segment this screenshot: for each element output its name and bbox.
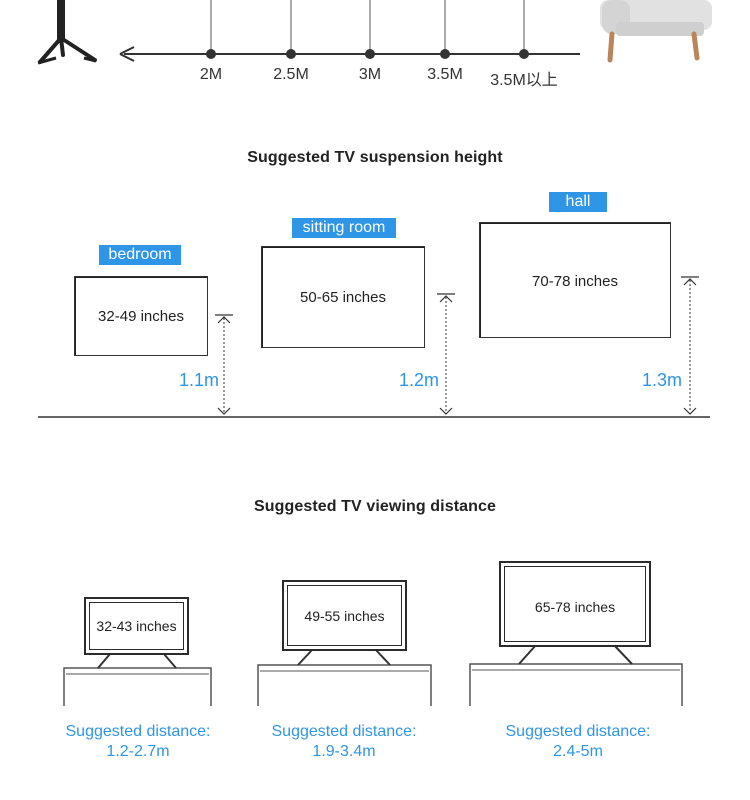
tv-stand-1 bbox=[97, 653, 177, 669]
suggested-distance-label: Suggested distance: bbox=[65, 723, 211, 740]
tv-stand-2 bbox=[297, 649, 391, 666]
height-marker-hall bbox=[681, 276, 699, 415]
tv-cabinet-1 bbox=[63, 667, 212, 706]
room-tag-hall: hall bbox=[549, 192, 607, 212]
viewing-graphics bbox=[63, 644, 683, 706]
distance-scale-graphic bbox=[37, 0, 712, 65]
height-label-hall: 1.3m bbox=[642, 370, 683, 390]
distance-label-2m: 2M bbox=[199, 66, 223, 83]
height-marker-sitting-room bbox=[437, 293, 455, 415]
tv-cabinet-2 bbox=[257, 664, 432, 706]
suggested-distance-label: Suggested distance: bbox=[505, 723, 651, 740]
height-label-sitting-room: 1.2m bbox=[399, 370, 440, 390]
viewing-tv-3: 65-78 inches bbox=[499, 561, 651, 647]
room-tag-bedroom: bedroom bbox=[99, 245, 181, 265]
tv-stand-3 bbox=[518, 644, 633, 665]
suspension-title: Suggested TV suspension height bbox=[247, 149, 503, 166]
suggested-distance-label: Suggested distance: bbox=[271, 723, 417, 740]
tv-size-label: 49-55 inches bbox=[304, 607, 385, 624]
suggested-distance-value: 2.4-5m bbox=[553, 743, 603, 760]
tv-size-label: 65-78 inches bbox=[534, 599, 616, 615]
suggested-distance-2: Suggested distance: 1.9-3.4m bbox=[254, 722, 434, 762]
tv-bedroom: 32-49 inches bbox=[74, 276, 208, 356]
suggested-distance-value: 1.9-3.4m bbox=[312, 743, 376, 760]
tv-size-label: 32-43 inches bbox=[96, 618, 177, 634]
tv-stand-icon bbox=[37, 0, 97, 65]
room-tag-sitting-room: sitting room bbox=[292, 218, 396, 238]
distance-label-3-5m: 3.5M bbox=[427, 66, 463, 83]
arrow-left-icon bbox=[119, 46, 135, 62]
distance-label-2-5m: 2.5M bbox=[273, 66, 309, 83]
tv-size-label: 50-65 inches bbox=[300, 288, 386, 306]
tv-size-label: 32-49 inches bbox=[98, 307, 184, 325]
distance-label-3m: 3M bbox=[358, 66, 382, 83]
distance-label-3-5m-plus: 3.5M以上 bbox=[490, 72, 558, 89]
viewing-tv-1: 32-43 inches bbox=[84, 597, 189, 655]
suggested-distance-1: Suggested distance: 1.2-2.7m bbox=[48, 722, 228, 762]
suggested-distance-value: 1.2-2.7m bbox=[106, 743, 170, 760]
viewing-tv-2: 49-55 inches bbox=[282, 580, 407, 651]
height-markers bbox=[38, 276, 710, 418]
viewing-title: Suggested TV viewing distance bbox=[253, 498, 497, 515]
tv-size-label: 70-78 inches bbox=[532, 273, 618, 290]
armchair-icon bbox=[600, 0, 712, 63]
tv-cabinet-3 bbox=[469, 663, 683, 706]
height-label-bedroom: 1.1m bbox=[179, 370, 220, 390]
suggested-distance-3: Suggested distance: 2.4-5m bbox=[488, 722, 668, 762]
tv-hall: 70-78 inches bbox=[479, 222, 671, 338]
height-marker-bedroom bbox=[215, 314, 233, 415]
tv-sitting-room: 50-65 inches bbox=[261, 246, 425, 348]
